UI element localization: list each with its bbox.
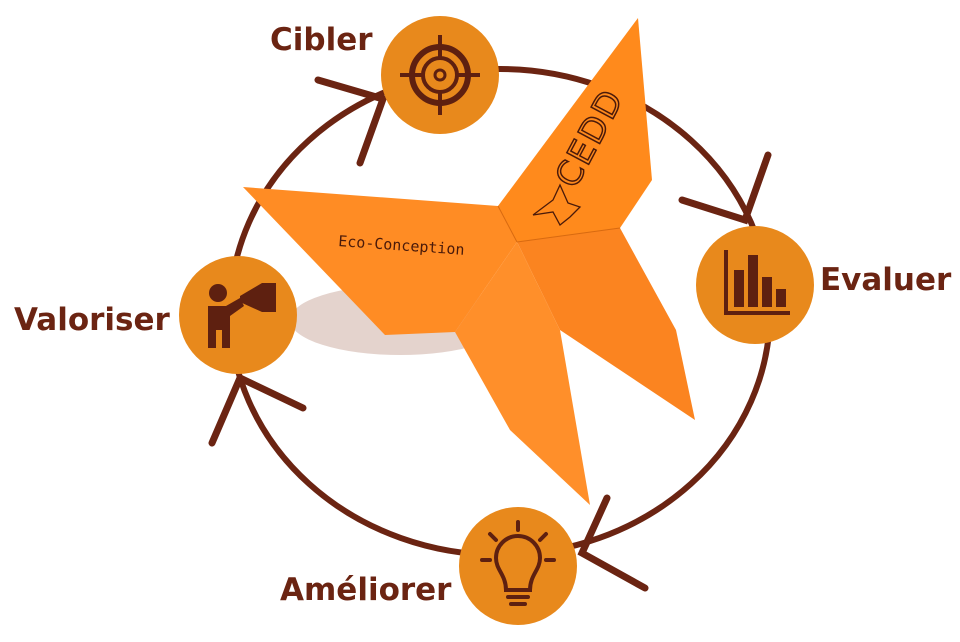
step-evaluer [696, 226, 814, 344]
label-ameliorer: Améliorer [280, 572, 452, 608]
arrow-to-evaluer [678, 151, 772, 225]
label-valoriser: Valoriser [14, 302, 171, 338]
origami-butterfly: Eco-Conception CEDD [243, 18, 695, 505]
step-valoriser [179, 256, 297, 374]
bar-chart-icon [724, 250, 790, 315]
lightbulb-icon [480, 520, 556, 606]
label-cibler: Cibler [270, 22, 373, 58]
step-cibler [381, 16, 499, 134]
target-icon [400, 35, 480, 115]
step-ameliorer [459, 507, 577, 625]
arrow-to-cibler [314, 76, 388, 167]
butterfly-logo-icon [532, 183, 582, 226]
arrow-to-valoriser [208, 373, 307, 447]
label-evaluer: Evaluer [820, 262, 952, 298]
megaphone-person-icon [208, 283, 276, 348]
arrow-to-ameliorer [577, 494, 649, 592]
